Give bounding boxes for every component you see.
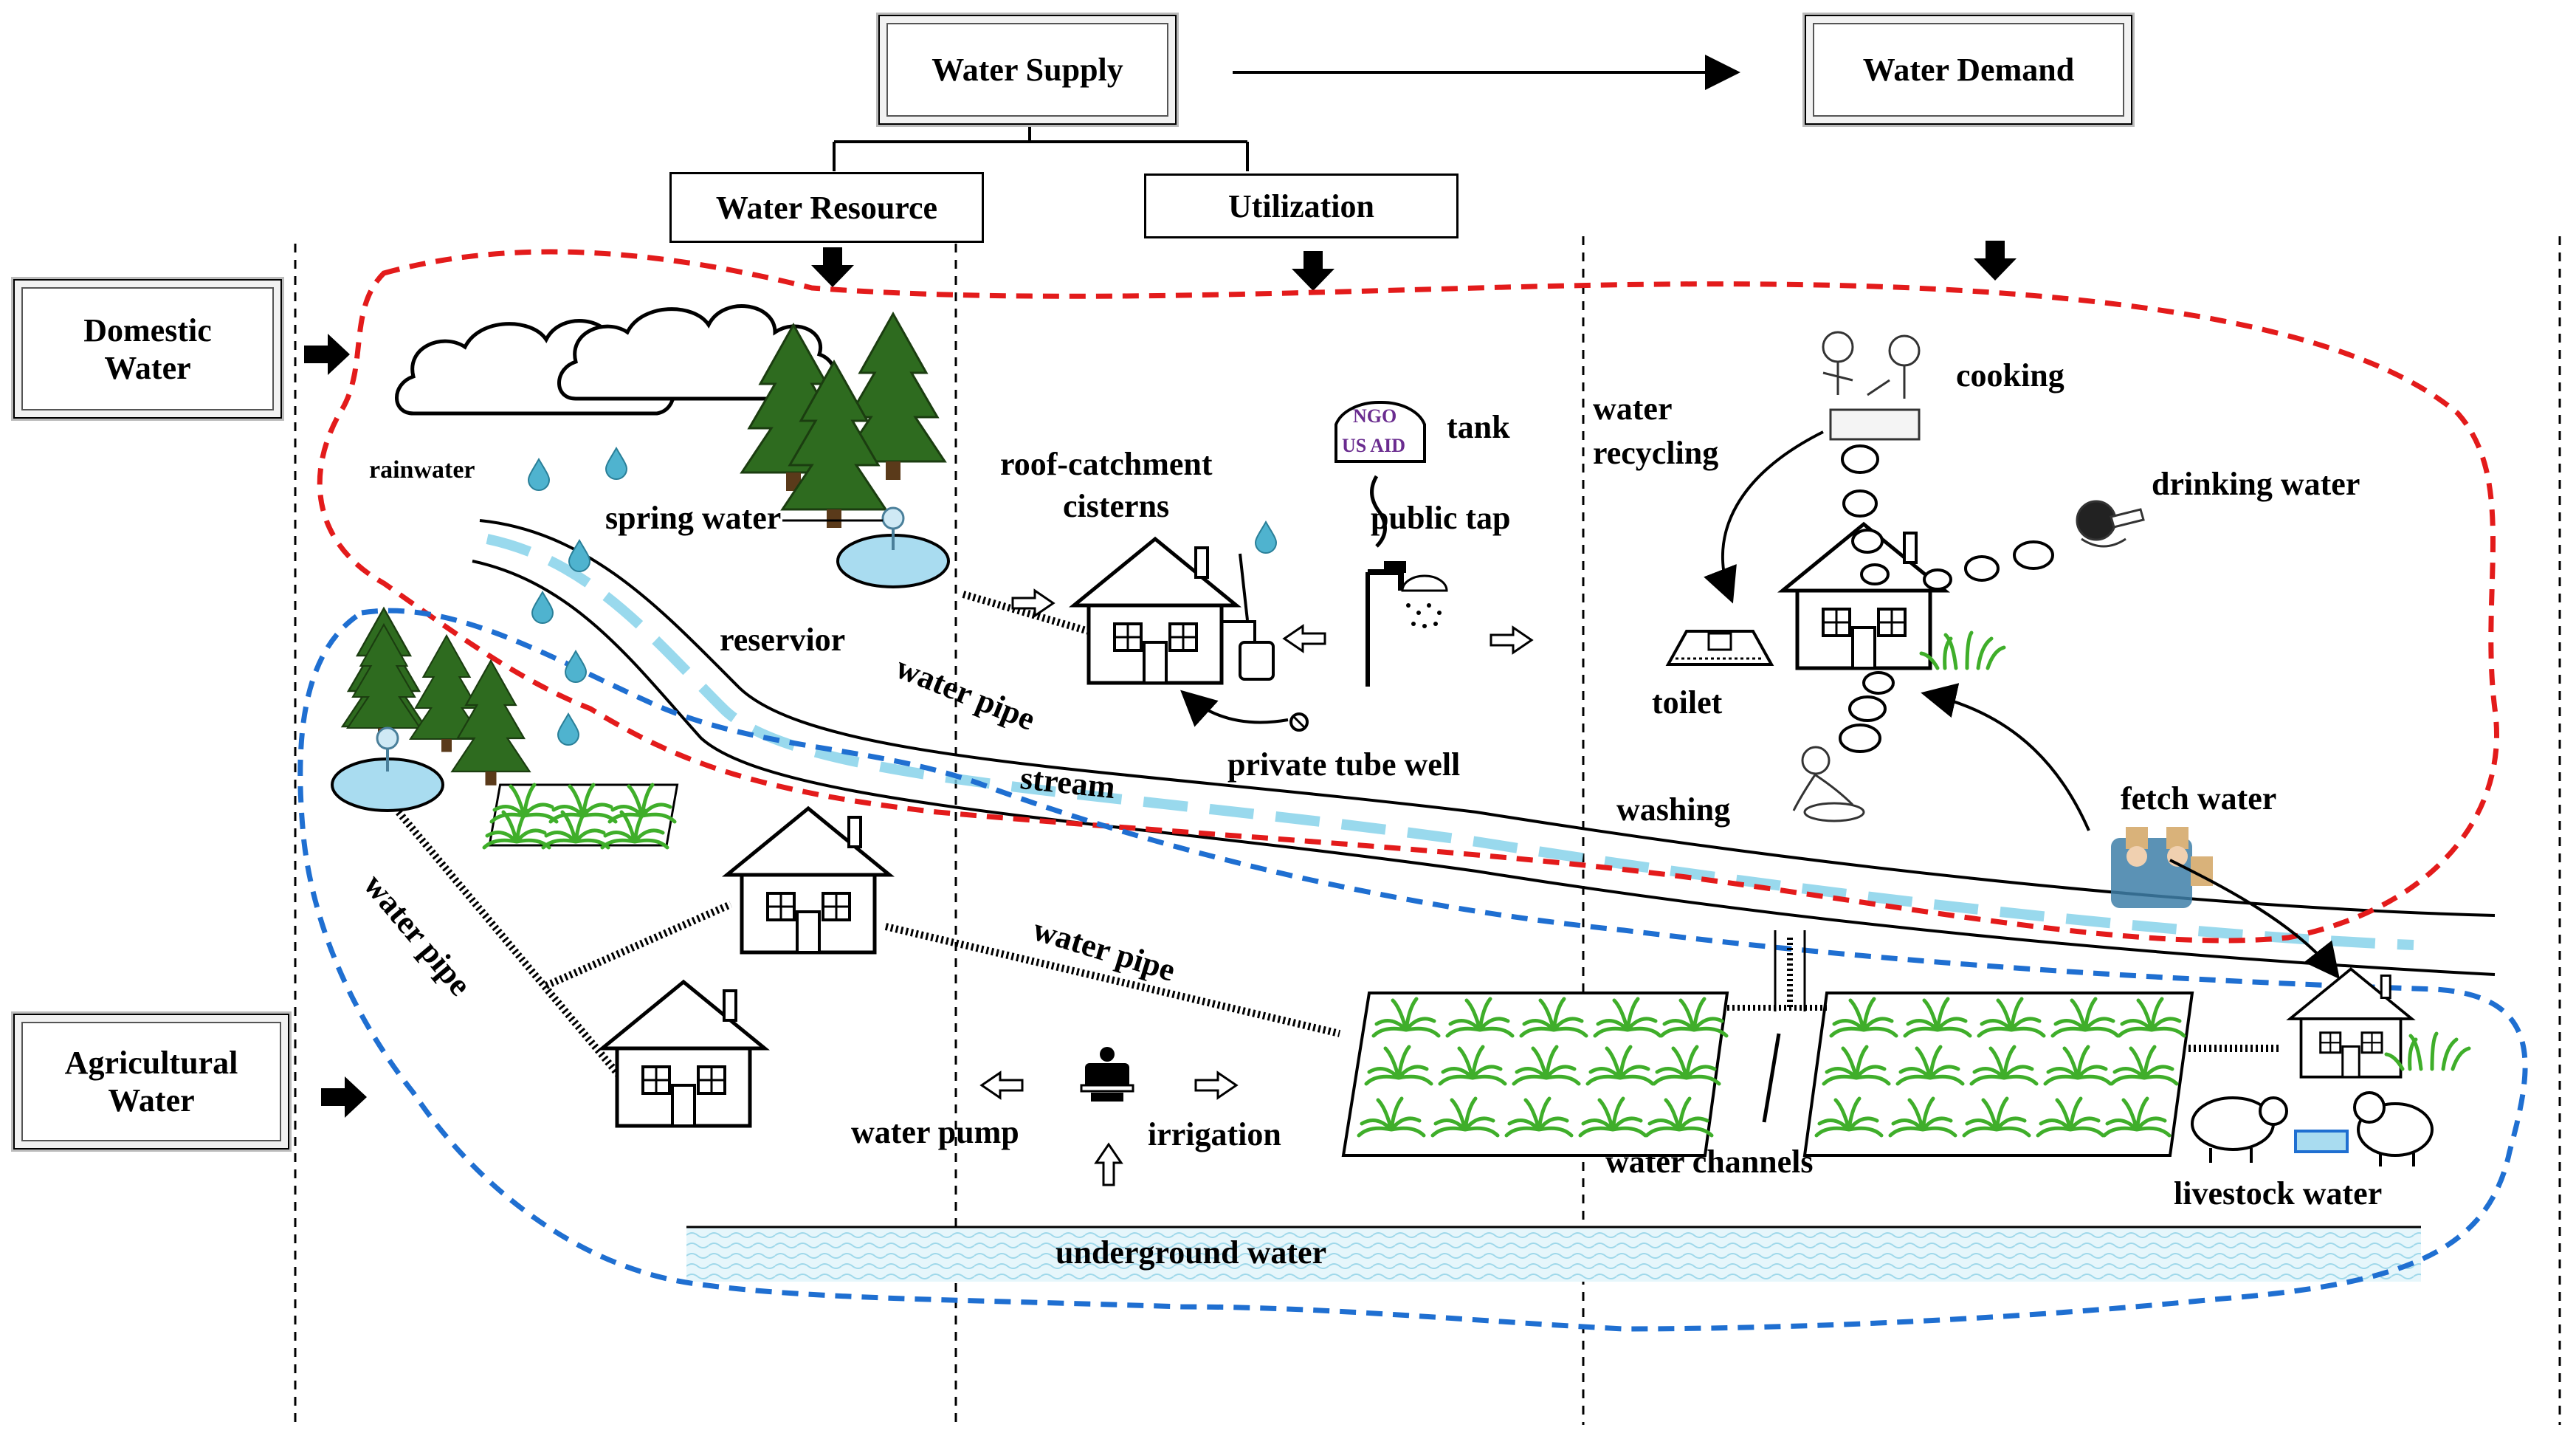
cisterns-label: cisterns bbox=[1063, 488, 1170, 524]
utilization-label: Utilization bbox=[1228, 188, 1374, 224]
water-pump-label: water pump bbox=[851, 1114, 1019, 1150]
public-tap-label: public tap bbox=[1371, 500, 1511, 536]
private-tube-well-label: private tube well bbox=[1227, 746, 1461, 783]
roof-catchment-label: roof-catchment bbox=[1000, 446, 1213, 482]
domestic-water-box: Domestic Water bbox=[13, 279, 282, 419]
drinking-water-label: drinking water bbox=[2152, 466, 2360, 502]
cooking-label: cooking bbox=[1956, 357, 2064, 394]
underground-water-label: underground water bbox=[1055, 1234, 1327, 1271]
water-demand-label: Water Demand bbox=[1862, 52, 2075, 88]
irrigation-label: irrigation bbox=[1148, 1116, 1281, 1152]
us-aid-label: US AID bbox=[1342, 435, 1405, 456]
washing-label: washing bbox=[1616, 791, 1731, 828]
fetch-water-label: fetch water bbox=[2121, 780, 2277, 817]
rainwater-label: rainwater bbox=[369, 456, 475, 484]
water-demand-box: Water Demand bbox=[1805, 15, 2132, 125]
water-recycling-label-1: water bbox=[1593, 391, 1673, 427]
domestic-water-label-2: Water bbox=[104, 349, 191, 386]
ngo-label: NGO bbox=[1353, 405, 1397, 427]
spring-water-label: spring water bbox=[605, 500, 782, 536]
tank-label: tank bbox=[1447, 409, 1510, 445]
water-supply-label: Water Supply bbox=[931, 52, 1123, 88]
agricultural-water-label-1: Agricultural bbox=[64, 1045, 238, 1081]
water-channels-label: water channels bbox=[1605, 1144, 1814, 1180]
domestic-water-label-1: Domestic bbox=[83, 312, 212, 348]
water-supply-box: Water Supply bbox=[878, 15, 1177, 125]
livestock-water-label: livestock water bbox=[2174, 1175, 2383, 1212]
water-resource-box: Water Resource bbox=[669, 172, 984, 243]
utilization-box: Utilization bbox=[1144, 173, 1459, 238]
water-recycling-label-2: recycling bbox=[1593, 435, 1719, 471]
toilet-label: toilet bbox=[1652, 684, 1723, 721]
agricultural-water-box: Agricultural Water bbox=[13, 1014, 289, 1150]
agricultural-water-label-2: Water bbox=[108, 1082, 195, 1118]
reservior-label: reservior bbox=[720, 622, 846, 658]
water-resource-label: Water Resource bbox=[715, 189, 938, 226]
